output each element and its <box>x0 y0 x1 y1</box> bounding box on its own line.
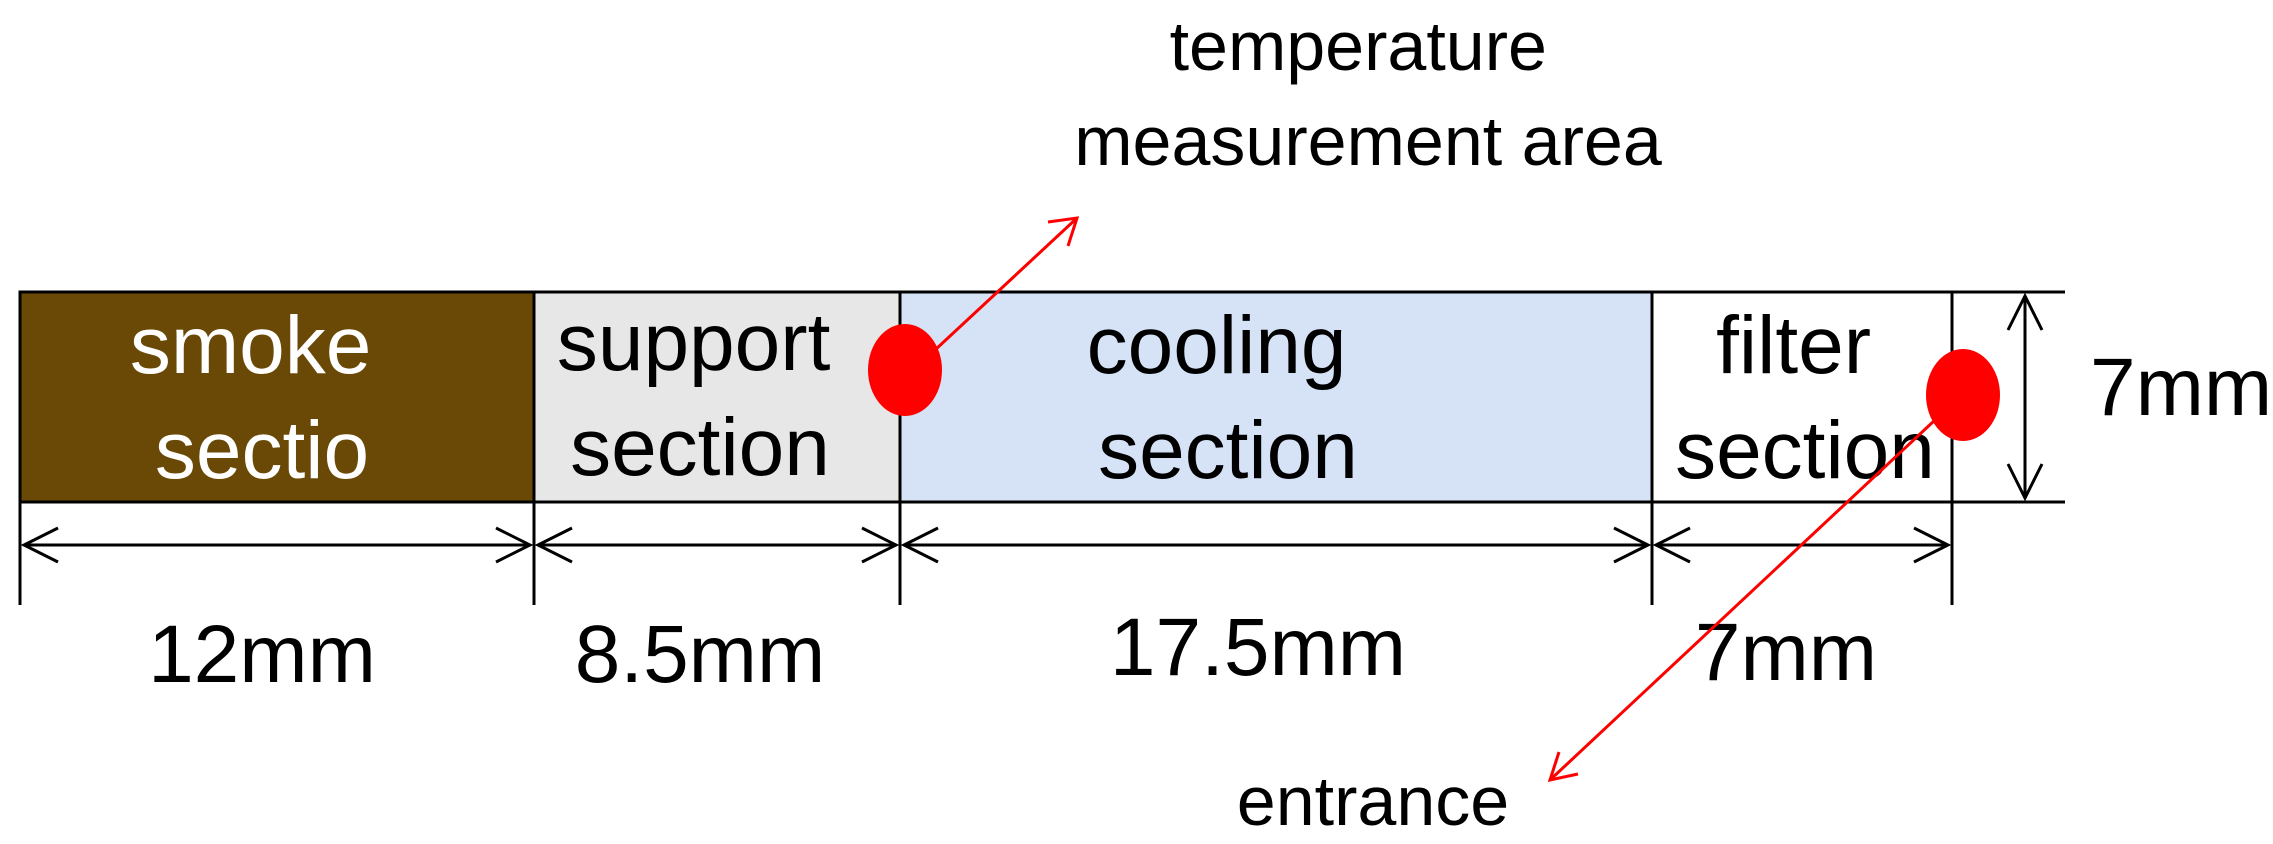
filter-section-rect <box>1650 290 1954 504</box>
temperature-marker <box>868 324 942 416</box>
length-label-cooling: 17.5mm <box>1110 602 1406 693</box>
filter-label-line1: filter <box>1716 300 1871 391</box>
cooling-label-line1: cooling <box>1087 300 1347 391</box>
temperature-line2: measurement area <box>1074 102 1662 180</box>
filter-section-label: filter section <box>1675 300 1935 496</box>
temperature-line1: temperature <box>1170 7 1547 85</box>
cooling-label-line2: section <box>1098 405 1358 496</box>
dimension-arrow-cooling <box>900 526 1652 564</box>
dimension-arrow-support <box>534 526 900 564</box>
support-label-line1: support <box>557 297 831 388</box>
diameter-arrow <box>2006 292 2044 502</box>
support-label-line2: section <box>570 402 830 493</box>
cooling-section-label: cooling section <box>1087 300 1370 496</box>
smoke-section-label: smoke sectio <box>130 300 394 496</box>
temperature-annotation: temperature measurement area <box>1074 7 1662 180</box>
entrance-arrow <box>1547 418 1937 783</box>
entrance-annotation: entrance <box>1237 762 1509 840</box>
support-section-label: support section <box>557 297 853 493</box>
smoke-section-rect <box>18 290 536 504</box>
entrance-marker <box>1926 349 2000 441</box>
support-section-rect <box>532 290 902 504</box>
dimension-arrow-smoke <box>20 526 534 564</box>
temperature-arrow <box>933 216 1080 352</box>
smoke-label-line2: sectio <box>155 405 369 496</box>
cooling-section-rect <box>898 290 1654 504</box>
smoke-label-line1: smoke <box>130 300 372 391</box>
length-label-filter: 7mm <box>1695 607 1877 698</box>
filter-label-line2: section <box>1675 405 1935 496</box>
length-label-smoke: 12mm <box>148 609 376 700</box>
diameter-label: 7mm <box>2090 342 2272 433</box>
length-label-support: 8.5mm <box>575 609 826 700</box>
